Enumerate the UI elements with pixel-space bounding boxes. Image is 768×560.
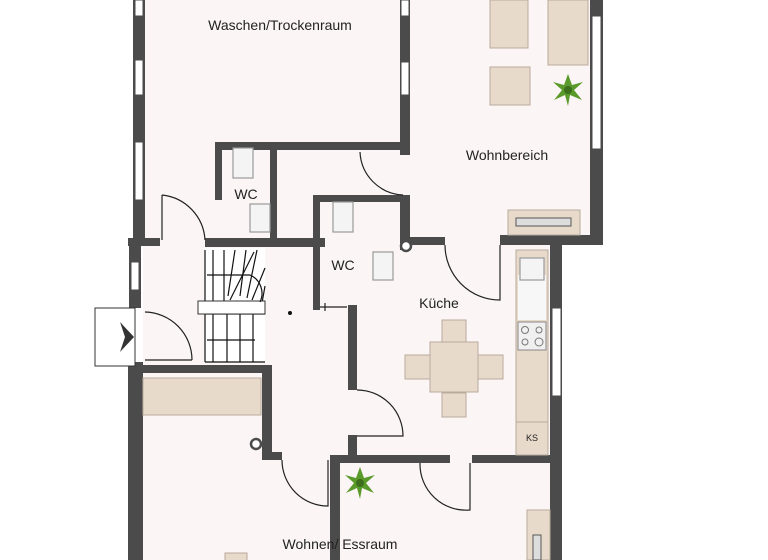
lower-furniture [142,377,551,560]
staircase[interactable] [197,248,292,363]
column-circle [399,239,413,253]
wc2-fixtures [332,201,394,281]
windows [130,0,602,397]
plant-icon [553,74,583,106]
room-label-wc2: WC [331,257,354,273]
room-label-wc1: WC [234,186,257,202]
room-labels: Waschen/Trockenraum WC WC Küche Wohnbere… [208,17,548,552]
room-label-living-dining: Wohnen/ Essraum [283,536,398,552]
kitchen-counter: KS [515,249,549,456]
room-label-living-area: Wohnbereich [466,147,548,163]
doors [144,151,501,511]
room-label-kitchen: Küche [419,295,459,311]
wc1-fixtures [232,147,271,233]
entrance-marker[interactable] [94,307,136,367]
stove-icon [517,321,547,351]
column-circle [249,437,263,451]
living-area-furniture [489,0,589,236]
plant-icon [345,467,375,499]
fridge-label: KS [526,433,538,443]
entrance-arrow-icon [120,322,134,352]
room-label-laundry: Waschen/Trockenraum [208,17,352,33]
dining-table [404,319,504,418]
